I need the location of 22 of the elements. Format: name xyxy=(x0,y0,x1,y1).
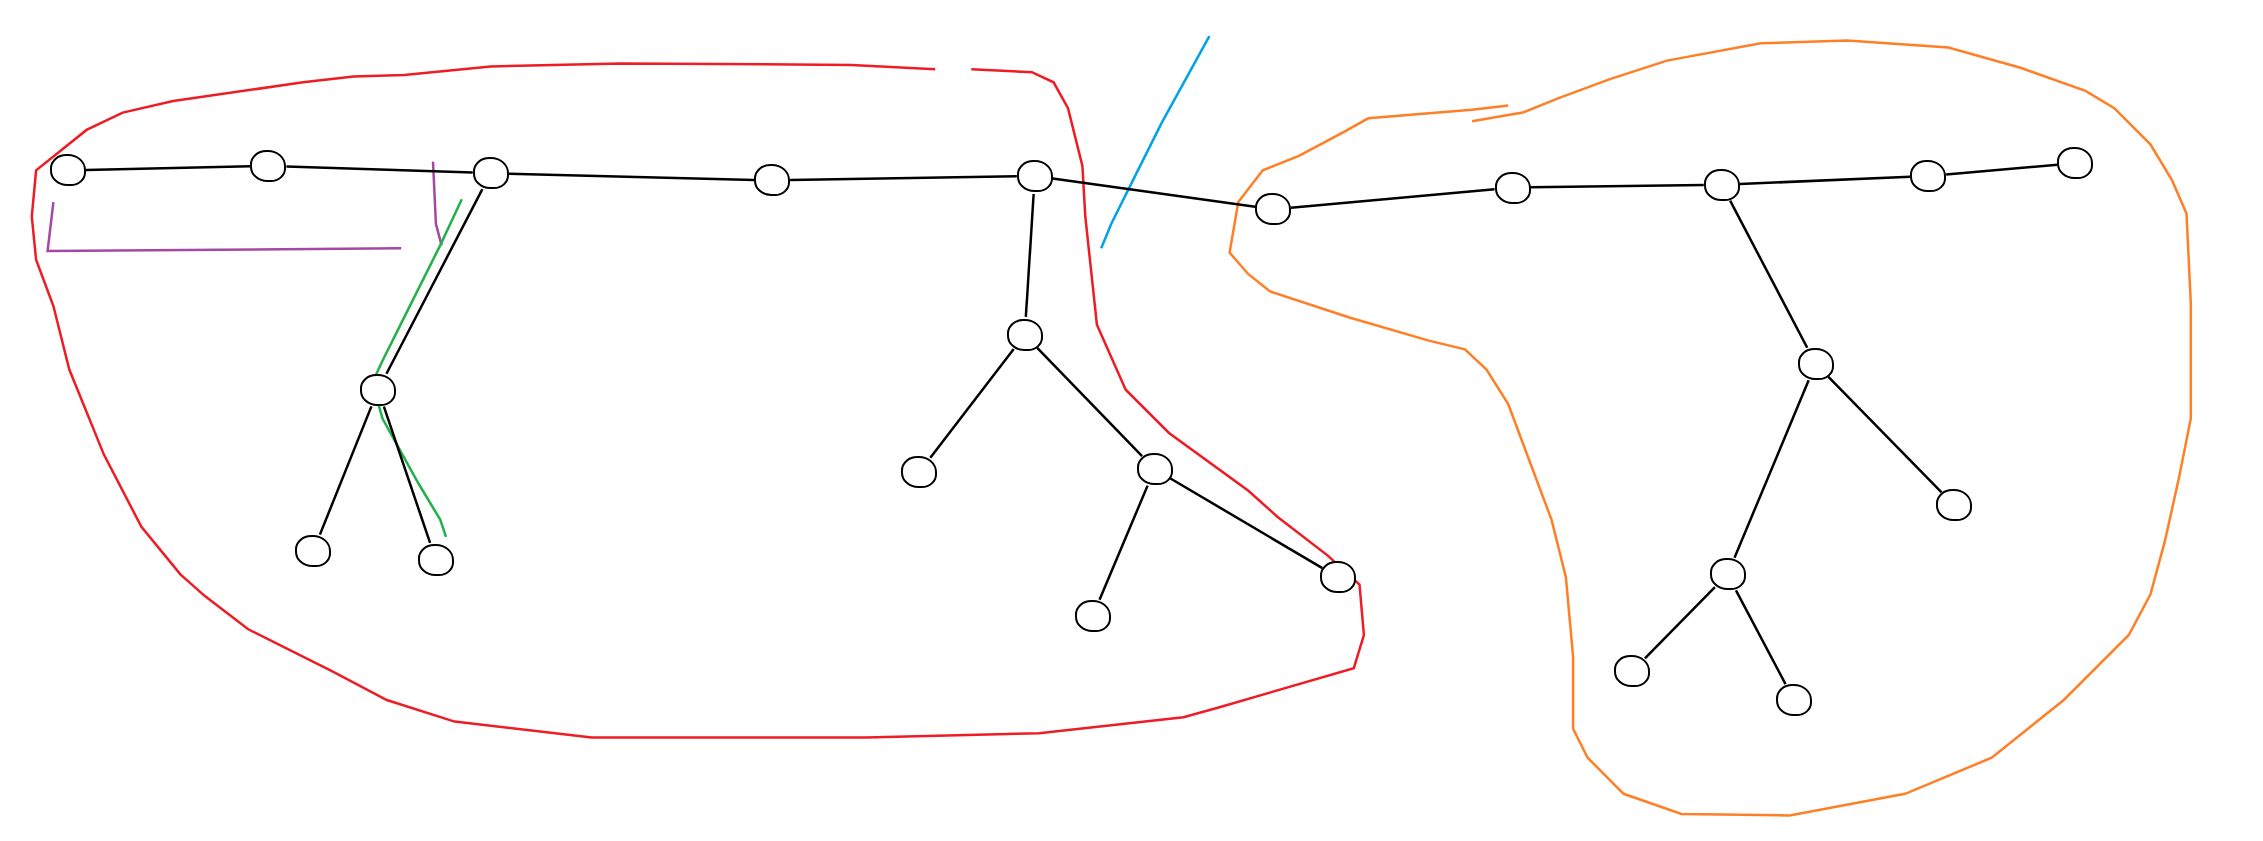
connector-line xyxy=(1290,188,1495,209)
connector-line xyxy=(1644,586,1716,660)
connector-line xyxy=(508,172,755,182)
connector-line xyxy=(929,348,1015,459)
connector-line xyxy=(1827,375,1943,494)
connector-line xyxy=(85,165,251,172)
connector-line xyxy=(1734,589,1787,685)
connector-line xyxy=(1530,183,1704,189)
connector-line xyxy=(1733,379,1810,559)
connector-line xyxy=(1024,193,1035,317)
connector-line xyxy=(790,175,1017,182)
connector-line xyxy=(382,406,432,544)
connector-line xyxy=(1098,485,1149,601)
connector-line xyxy=(286,165,473,174)
connector-line xyxy=(1946,163,2058,176)
connector-line xyxy=(318,405,373,536)
connector-line xyxy=(1739,175,1911,186)
connector-line xyxy=(1169,477,1323,570)
connector-line xyxy=(385,188,484,375)
connector-line xyxy=(1036,346,1143,457)
connector-line xyxy=(1052,177,1256,208)
connector-line xyxy=(1729,200,1809,349)
